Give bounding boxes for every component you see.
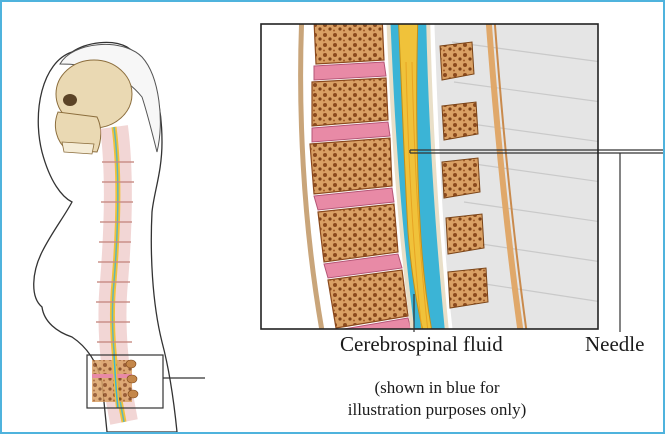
eye-socket (63, 94, 77, 106)
note-line-1: (shown in blue for (302, 377, 572, 399)
csf-label: Cerebrospinal fluid (340, 332, 503, 357)
needle-label: Needle (585, 332, 644, 357)
teeth (62, 142, 94, 154)
note-line-2: illustration purposes only) (302, 399, 572, 421)
spinous-processes (434, 12, 602, 342)
zoom-inset (261, 12, 663, 342)
illustration-note: (shown in blue for illustration purposes… (302, 377, 572, 421)
